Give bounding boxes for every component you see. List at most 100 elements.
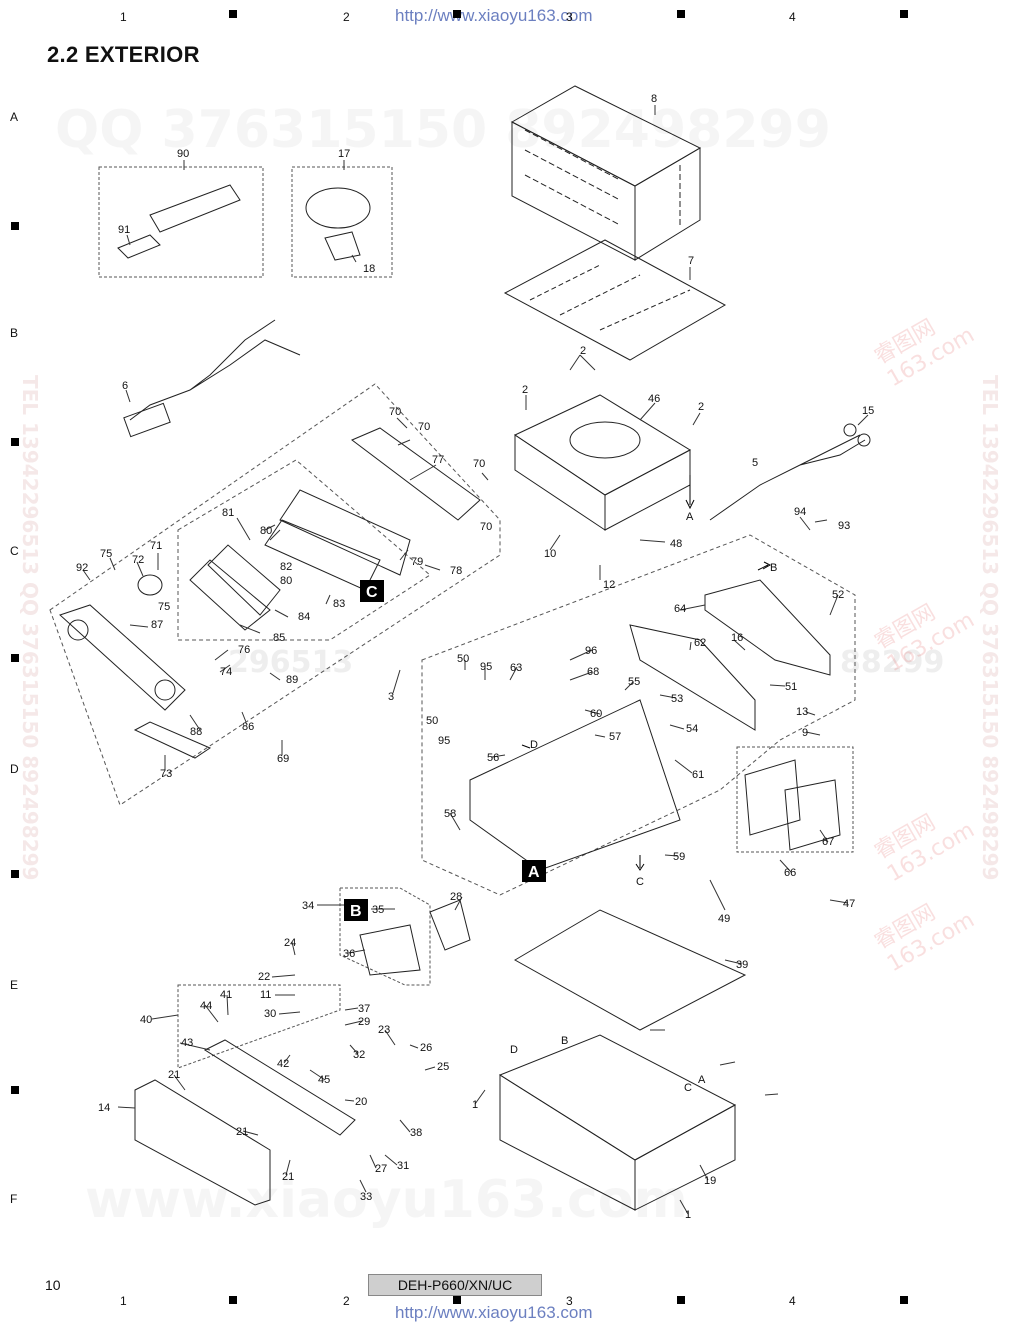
callout-12: 12: [603, 579, 615, 591]
panel-frame-part: [351, 427, 481, 521]
callout-45: 45: [318, 1074, 330, 1086]
callout-78: 78: [450, 565, 462, 577]
section-title: 2.2 EXTERIOR: [47, 42, 200, 67]
callout-52: 52: [832, 589, 844, 601]
callout-16: 16: [731, 632, 743, 644]
sub-board-box: [736, 746, 854, 853]
callout-77: 77: [432, 454, 444, 466]
board-66-part: [744, 759, 801, 836]
lcd-holder-part: [279, 489, 411, 576]
arrow-label-d: D: [510, 1044, 518, 1056]
callout-55: 55: [628, 676, 640, 688]
callout-36: 36: [343, 948, 355, 960]
callout-5: 5: [752, 457, 758, 469]
callout-13: 13: [796, 706, 808, 718]
front-panel-group-outline: [49, 383, 501, 806]
callout-31: 31: [397, 1160, 409, 1172]
callout-40: 40: [140, 1014, 152, 1026]
callout-59: 59: [673, 851, 685, 863]
column-number-top-1: 1: [120, 10, 127, 24]
callout-83: 83: [333, 598, 345, 610]
callout-7: 7: [688, 255, 694, 267]
callout-62: 62: [694, 637, 706, 649]
callout-71: 71: [150, 540, 162, 552]
svg-text:B: B: [350, 903, 362, 920]
column-marker: [677, 10, 685, 18]
column-number-bottom-4: 4: [789, 1294, 796, 1308]
column-number-bottom-1: 1: [120, 1294, 127, 1308]
column-number-bottom-2: 2: [343, 1294, 350, 1308]
row-label-f: F: [10, 1192, 18, 1206]
remote-box: [98, 166, 264, 278]
callout-67: 67: [822, 836, 834, 848]
callout-86: 86: [242, 721, 254, 733]
escutcheon-part: [134, 1079, 271, 1206]
callout-37: 37: [358, 1003, 370, 1015]
callout-92: 92: [76, 562, 88, 574]
wire-harness-part: [129, 319, 301, 421]
callout-29: 29: [358, 1016, 370, 1028]
callout-10: 10: [544, 548, 556, 560]
section-label-b: B: [344, 899, 368, 921]
knob-part: [305, 187, 371, 229]
callout-90: 90: [177, 148, 189, 160]
callout-6: 6: [122, 380, 128, 392]
callout-70: 70: [418, 421, 430, 433]
callout-14: 14: [98, 1102, 110, 1114]
callout-75: 75: [100, 548, 112, 560]
callout-38: 38: [410, 1127, 422, 1139]
column-marker: [900, 1296, 908, 1304]
callout-35: 35: [372, 904, 384, 916]
footer-url[interactable]: http://www.xiaoyu163.com: [395, 1303, 593, 1322]
cd-mechanism-part: [513, 394, 692, 496]
callout-81: 81: [222, 507, 234, 519]
callout-70: 70: [389, 406, 401, 418]
callout-44: 44: [200, 1000, 212, 1012]
callout-9: 9: [802, 727, 808, 739]
chassis-cage-part: [510, 85, 702, 261]
callout-94: 94: [794, 506, 806, 518]
callout-2: 2: [698, 401, 704, 413]
callout-61: 61: [692, 769, 704, 781]
callout-84: 84: [298, 611, 310, 623]
watermark-mid-right: 88299: [840, 645, 945, 680]
callout-43: 43: [181, 1037, 193, 1049]
section-label-a: A: [522, 860, 546, 882]
callout-75: 75: [158, 601, 170, 613]
header-url[interactable]: http://www.xiaoyu163.com: [395, 6, 593, 25]
callout-27: 27: [375, 1163, 387, 1175]
callout-1: 1: [685, 1209, 691, 1221]
column-number-top-2: 2: [343, 10, 350, 24]
callout-18: 18: [363, 263, 375, 275]
callout-60: 60: [590, 708, 602, 720]
callout-64: 64: [674, 603, 686, 615]
callout-11: 39: [736, 959, 748, 971]
callout-23: 32: [353, 1049, 365, 1061]
faceplate-part: [59, 604, 186, 711]
callout-33: 33: [360, 1191, 372, 1203]
row-label-c: C: [10, 544, 19, 558]
callout-2: 2: [522, 384, 528, 396]
callout-56: 56: [487, 752, 499, 764]
callout-68: 68: [587, 666, 599, 678]
callout-26: 26: [420, 1042, 432, 1054]
svg-text:C: C: [366, 584, 378, 601]
row-marker: [11, 222, 19, 230]
callout-57: 57: [609, 731, 621, 743]
remote-control-part: [149, 184, 241, 233]
callout-2: 2: [580, 345, 586, 357]
callout-20: 20: [355, 1096, 367, 1108]
callout-72: 72: [132, 554, 144, 566]
callout-39: 11: [260, 989, 271, 1001]
top-plate-part: [503, 239, 727, 361]
row-label-d: D: [10, 762, 19, 776]
main-board-part: [469, 699, 681, 871]
callout-8: 8: [651, 93, 657, 105]
callout-85: 85: [273, 632, 285, 644]
arrow-label-c: C: [636, 876, 644, 888]
arrow-label-a: A: [698, 1074, 706, 1086]
section-b-outline: [339, 887, 431, 986]
callout-70: 70: [473, 458, 485, 470]
column-marker: [453, 1296, 461, 1304]
